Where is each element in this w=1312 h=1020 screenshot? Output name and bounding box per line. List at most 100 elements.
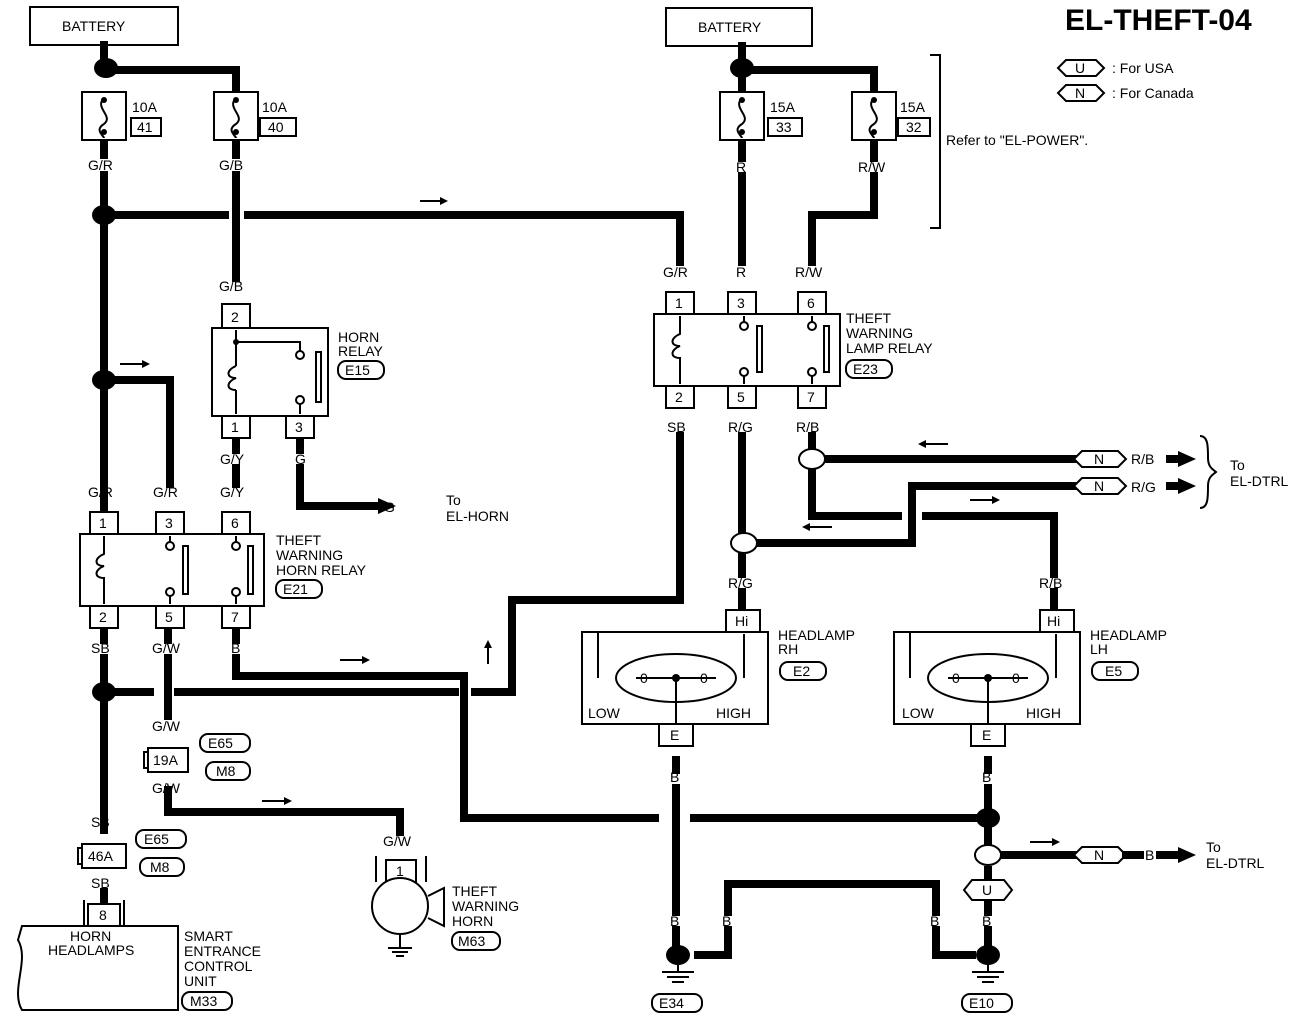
legend: U : For USA N : For Canada xyxy=(1056,59,1194,102)
wire-labels: G/R G/B G/B G/Y G G G/R G/R G/Y SB G/W B… xyxy=(88,157,1156,929)
svg-text:U: U xyxy=(982,882,992,898)
svg-text:EL-DTRL: EL-DTRL xyxy=(1206,855,1265,871)
svg-text:Hi: Hi xyxy=(1047,613,1060,629)
svg-text:LAMP RELAY: LAMP RELAY xyxy=(846,340,933,356)
to-dtrl-upper: N N To EL-DTRL xyxy=(1072,435,1289,509)
svg-text:WARNING: WARNING xyxy=(276,547,343,563)
legend-code-canada: N xyxy=(1075,85,1085,101)
svg-text:6: 6 xyxy=(807,295,815,311)
svg-text:SB: SB xyxy=(91,814,110,830)
theft-warning-lamp-relay: 1 3 6 2 5 7 THEFT WARNING LAMP RELAY E23 xyxy=(653,291,933,409)
ground-e10: E10 xyxy=(961,945,1013,1013)
refer-text: Refer to "EL-POWER". xyxy=(946,132,1088,148)
svg-text:LH: LH xyxy=(1090,641,1108,657)
svg-text:EL-DTRL: EL-DTRL xyxy=(1230,473,1289,489)
svg-text:N: N xyxy=(1094,847,1104,863)
fuse-33-num: 33 xyxy=(776,119,792,135)
svg-text:2: 2 xyxy=(231,309,239,325)
theft-warning-horn-relay: 1 3 6 2 5 7 THEFT WARNING HORN RELAY E21 xyxy=(79,511,367,629)
svg-text:6: 6 xyxy=(231,515,239,531)
svg-text:G/R: G/R xyxy=(88,484,113,500)
svg-text:HORN RELAY: HORN RELAY xyxy=(276,562,367,578)
svg-text:ENTRANCE: ENTRANCE xyxy=(184,943,261,959)
svg-text:G/R: G/R xyxy=(153,484,178,500)
ground-e34: E34 xyxy=(651,945,703,1013)
svg-text:E: E xyxy=(670,727,679,743)
svg-text:G/Y: G/Y xyxy=(220,484,245,500)
svg-text:R/B: R/B xyxy=(1039,575,1062,591)
svg-text:WARNING: WARNING xyxy=(846,325,913,341)
fuse-32: 15A 32 xyxy=(851,91,931,141)
battery-right-label: BATTERY xyxy=(698,19,762,35)
to-dtrl-lower: N To EL-DTRL U xyxy=(962,839,1265,901)
svg-text:HIGH: HIGH xyxy=(716,705,751,721)
svg-text:CONTROL: CONTROL xyxy=(184,958,253,974)
legend-text-canada: : For Canada xyxy=(1112,85,1194,101)
svg-text:19A: 19A xyxy=(153,752,179,768)
svg-text:HEADLAMP: HEADLAMP xyxy=(778,627,855,643)
to-horn-target: EL-HORN xyxy=(446,508,509,524)
svg-text:N: N xyxy=(1094,478,1104,494)
svg-text:SB: SB xyxy=(667,419,686,435)
svg-text:LOW: LOW xyxy=(588,705,621,721)
svg-text:1: 1 xyxy=(99,515,107,531)
svg-text:WARNING: WARNING xyxy=(452,898,519,914)
fuse-32-num: 32 xyxy=(906,119,922,135)
svg-text:3: 3 xyxy=(295,419,303,435)
svg-text:G/R: G/R xyxy=(88,157,113,173)
fuse-40-amp: 10A xyxy=(262,99,288,115)
horn-relay: 2 1 3 HORN RELAY E15 xyxy=(211,303,385,439)
svg-text:B: B xyxy=(982,913,991,929)
svg-text:E2: E2 xyxy=(793,663,810,679)
to-horn-to: To xyxy=(446,492,461,508)
svg-text:RH: RH xyxy=(778,641,798,657)
flow-arrows xyxy=(120,197,1060,846)
svg-text:G: G xyxy=(295,451,306,467)
svg-text:5: 5 xyxy=(737,389,745,405)
joint-19a: 19A E65 M8 xyxy=(143,733,251,781)
svg-text:3: 3 xyxy=(165,515,173,531)
svg-text:G/R: G/R xyxy=(663,264,688,280)
svg-text:M33: M33 xyxy=(190,993,217,1009)
svg-text:RELAY: RELAY xyxy=(338,343,384,359)
power-bracket xyxy=(930,54,941,229)
smart-entrance-control-unit: 8 HORN HEADLAMPS SMART ENTRANCE CONTROL … xyxy=(16,900,261,1011)
svg-text:G/B: G/B xyxy=(219,278,243,294)
fuse-32-amp: 15A xyxy=(900,99,926,115)
page-title: EL-THEFT-04 xyxy=(1065,4,1252,37)
svg-text:SB: SB xyxy=(91,875,110,891)
svg-text:G/W: G/W xyxy=(152,640,181,656)
svg-text:B: B xyxy=(670,769,679,785)
svg-text:0: 0 xyxy=(952,670,960,686)
svg-text:R: R xyxy=(736,159,746,175)
svg-text:E21: E21 xyxy=(283,581,308,597)
svg-text:R/G: R/G xyxy=(728,419,753,435)
fuse-33-amp: 15A xyxy=(770,99,796,115)
svg-text:M8: M8 xyxy=(150,859,170,875)
svg-text:R/W: R/W xyxy=(858,159,886,175)
svg-text:0: 0 xyxy=(1012,670,1020,686)
joint-46a: 46A E65 M8 xyxy=(77,829,187,877)
svg-text:G/B: G/B xyxy=(219,157,243,173)
battery-left-label: BATTERY xyxy=(62,18,126,34)
svg-text:HORN: HORN xyxy=(338,329,379,345)
svg-text:7: 7 xyxy=(231,609,239,625)
svg-text:M63: M63 xyxy=(458,933,485,949)
fuse-40-num: 40 xyxy=(268,119,284,135)
legend-code-usa: U xyxy=(1075,60,1085,76)
fuse-33: 15A 33 xyxy=(719,91,803,141)
svg-text:E10: E10 xyxy=(969,995,994,1011)
svg-text:N: N xyxy=(1094,451,1104,467)
svg-text:To: To xyxy=(1230,457,1245,473)
svg-text:G/W: G/W xyxy=(152,718,181,734)
svg-text:46A: 46A xyxy=(88,848,114,864)
svg-text:THEFT: THEFT xyxy=(846,310,892,326)
svg-text:2: 2 xyxy=(99,609,107,625)
svg-text:G/W: G/W xyxy=(383,833,412,849)
svg-text:E34: E34 xyxy=(659,995,684,1011)
svg-text:B: B xyxy=(722,913,731,929)
svg-text:B: B xyxy=(982,769,991,785)
battery-left xyxy=(29,6,179,46)
svg-text:SMART: SMART xyxy=(184,928,233,944)
